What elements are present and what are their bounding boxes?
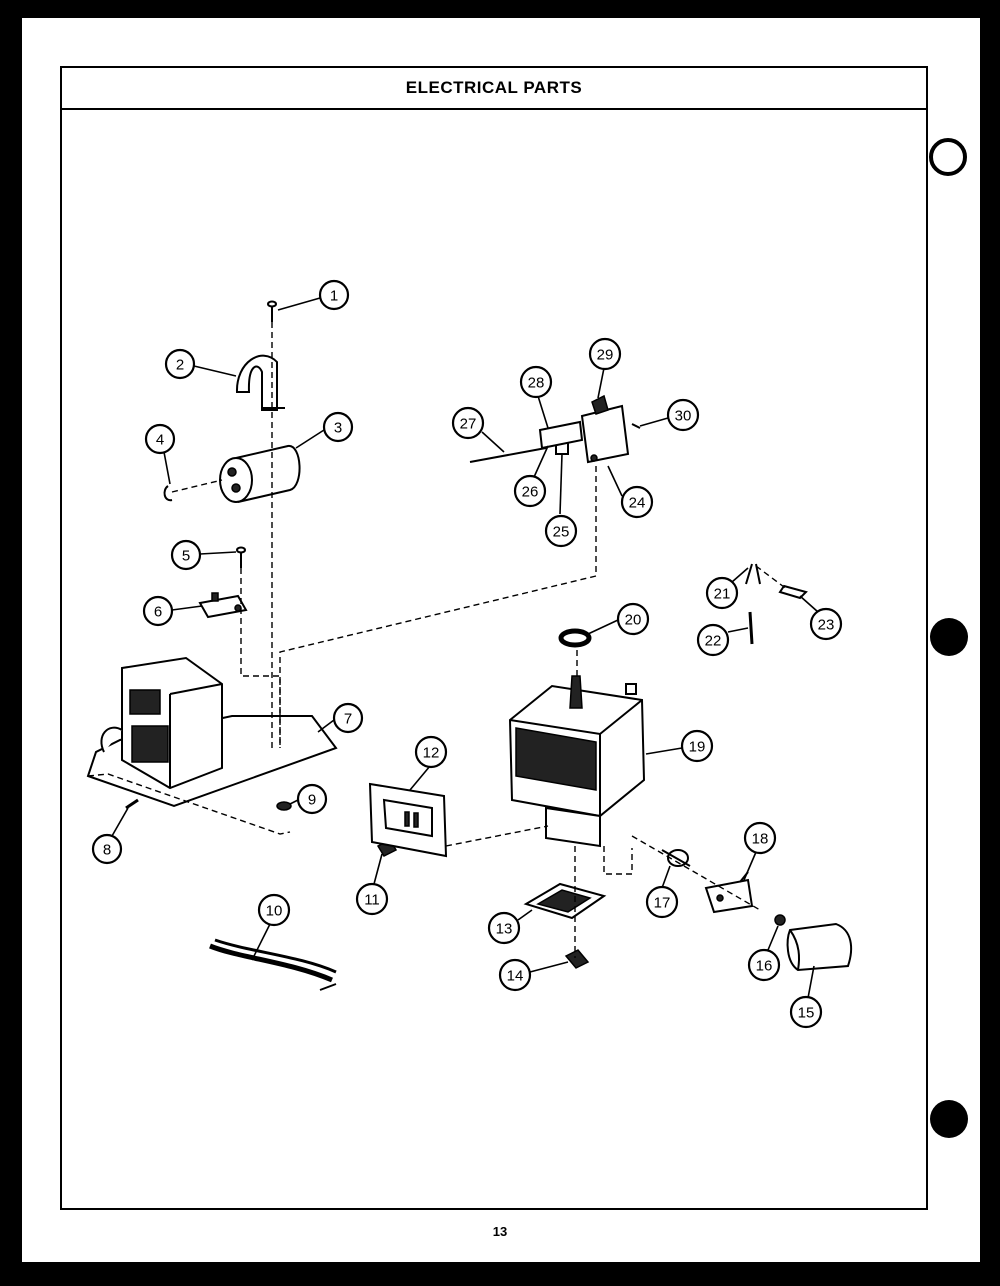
svg-text:18: 18 [752, 831, 769, 848]
svg-text:26: 26 [522, 484, 539, 501]
callout-16: 16 [747, 948, 781, 982]
callout-14: 14 [498, 958, 532, 992]
svg-text:27: 27 [460, 416, 477, 433]
svg-text:3: 3 [334, 420, 342, 437]
part-6-thermal-cutout [198, 592, 248, 619]
part-17-fuse [661, 849, 691, 867]
svg-text:9: 9 [308, 792, 316, 809]
svg-text:24: 24 [629, 495, 646, 512]
svg-text:6: 6 [154, 604, 162, 621]
svg-text:15: 15 [798, 1005, 815, 1022]
callout-19: 19 [680, 729, 714, 763]
callout-3: 3 [322, 411, 354, 443]
svg-text:23: 23 [818, 617, 835, 634]
part-15-terminal-cover [786, 922, 853, 972]
punch-hole-top [929, 138, 967, 176]
callout-7: 7 [332, 702, 364, 734]
svg-text:21: 21 [714, 586, 731, 603]
svg-text:10: 10 [266, 903, 283, 920]
svg-text:8: 8 [103, 842, 111, 859]
part-1-screw [267, 300, 277, 322]
svg-text:14: 14 [507, 968, 524, 985]
callout-1: 1 [318, 279, 350, 311]
part-29-screw [591, 394, 609, 415]
part-3-capacitor [219, 445, 301, 503]
assembly-guide-lines [87, 322, 789, 958]
svg-text:12: 12 [423, 745, 440, 762]
part-22-pin [748, 611, 754, 645]
svg-text:7: 7 [344, 711, 352, 728]
svg-text:30: 30 [675, 408, 692, 425]
callout-4: 4 [144, 423, 176, 455]
callout-12: 12 [414, 735, 448, 769]
part-18-fuse-holder [704, 871, 754, 914]
title-bar: ELECTRICAL PARTS [62, 68, 926, 110]
page-number: 13 [492, 1224, 508, 1239]
manual-page [22, 18, 980, 1262]
svg-text:22: 22 [705, 633, 722, 650]
part-5-screw [236, 546, 246, 568]
callout-24: 24 [620, 485, 654, 519]
part-30-screw [631, 423, 641, 429]
svg-text:25: 25 [553, 524, 570, 541]
callout-9: 9 [296, 783, 328, 815]
callout-28: 28 [519, 365, 553, 399]
callout-leaders [111, 297, 819, 999]
part-8-screw [125, 798, 139, 810]
callout-17: 17 [645, 885, 679, 919]
part-28-lever [538, 420, 584, 450]
svg-text:2: 2 [176, 357, 184, 374]
callout-8: 8 [91, 833, 123, 865]
part-16-nut [774, 914, 786, 926]
part-24-switch-bracket [580, 404, 630, 464]
callout-20: 20 [616, 602, 650, 636]
part-23-latch [778, 584, 808, 600]
part-19-magnetron [508, 675, 646, 848]
svg-text:13: 13 [496, 921, 513, 938]
part-14-screw [564, 949, 590, 969]
callout-23: 23 [809, 607, 843, 641]
svg-text:17: 17 [654, 895, 671, 912]
svg-text:1: 1 [330, 288, 338, 305]
svg-text:16: 16 [756, 958, 773, 975]
part-7-transformer-base [86, 656, 338, 808]
svg-text:11: 11 [364, 892, 380, 909]
svg-text:29: 29 [597, 347, 614, 364]
callout-29: 29 [588, 337, 622, 371]
callout-30: 30 [666, 398, 700, 432]
svg-text:20: 20 [625, 612, 642, 629]
callout-11: 11 [355, 882, 389, 916]
punch-hole-middle [930, 618, 968, 656]
part-27-rod [469, 447, 547, 463]
punch-hole-bottom [930, 1100, 968, 1138]
part-12-waveguide-gasket [368, 782, 448, 858]
part-20-gasket-ring [558, 628, 592, 648]
callout-21: 21 [705, 576, 739, 610]
svg-text:28: 28 [528, 375, 545, 392]
callout-18: 18 [743, 821, 777, 855]
callout-15: 15 [789, 995, 823, 1029]
page-title: ELECTRICAL PARTS [405, 78, 583, 97]
diagram-frame: ELECTRICAL PARTS [60, 66, 928, 1210]
callout-27: 27 [451, 406, 485, 440]
callout-5: 5 [170, 539, 202, 571]
part-4-clip [163, 485, 173, 502]
callout-6: 6 [142, 595, 174, 627]
svg-text:4: 4 [156, 432, 164, 449]
callout-25: 25 [544, 514, 578, 548]
part-13-filter-gasket [523, 882, 607, 920]
callout-2: 2 [164, 348, 196, 380]
part-9-grommet [276, 801, 292, 811]
callout-26: 26 [513, 474, 547, 508]
callout-10: 10 [257, 893, 291, 927]
callout-13: 13 [487, 911, 521, 945]
part-2-capacitor-strap [235, 354, 285, 411]
svg-text:5: 5 [182, 548, 190, 565]
callout-22: 22 [696, 623, 730, 657]
svg-text:19: 19 [689, 739, 706, 756]
part-10-wire-harness [209, 938, 337, 991]
